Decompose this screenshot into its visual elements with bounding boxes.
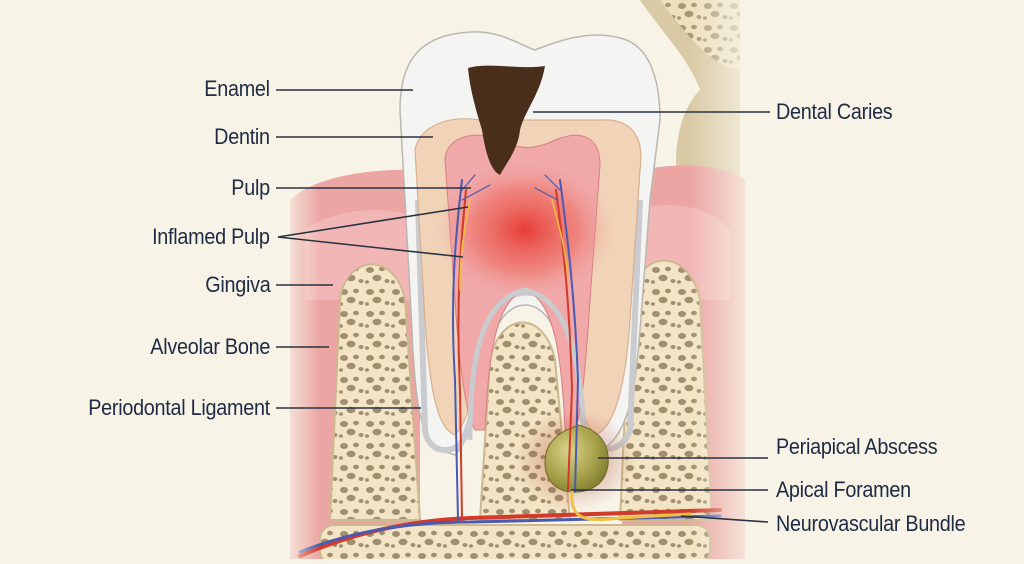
label-apical-foramen: Apical Foramen <box>776 477 911 502</box>
neurovascular-bundle <box>298 174 722 558</box>
leader-lines <box>276 89 770 523</box>
label-periapical-abscess: Periapical Abscess <box>776 434 938 459</box>
label-neurovascular-bundle: Neurovascular Bundle <box>776 511 966 536</box>
label-periodontal-ligament: Periodontal Ligament <box>88 395 270 420</box>
dental-caries-lesion <box>468 65 545 175</box>
label-alveolar-bone: Alveolar Bone <box>150 334 270 359</box>
label-pulp: Pulp <box>231 175 270 200</box>
label-dental-caries: Dental Caries <box>776 99 893 124</box>
label-dentin: Dentin <box>214 124 270 149</box>
label-inflamed-pulp: Inflamed Pulp <box>152 224 270 249</box>
label-gingiva: Gingiva <box>204 272 271 297</box>
label-enamel: Enamel <box>204 76 270 101</box>
